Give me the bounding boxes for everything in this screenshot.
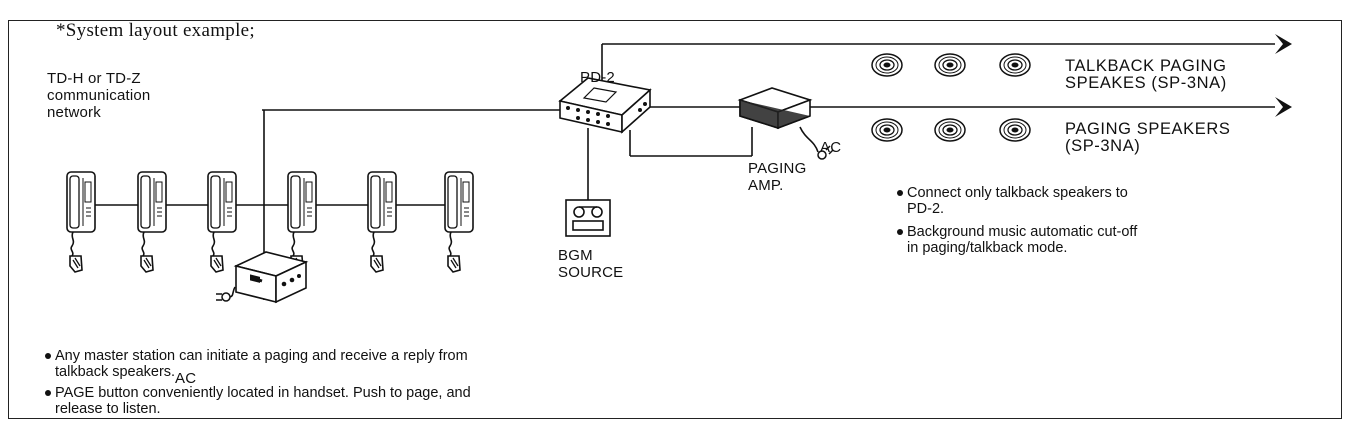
paging-speakers-label: PAGING SPEAKERS (SP-3NA) bbox=[1065, 120, 1231, 155]
paging-speakers bbox=[871, 118, 1031, 142]
talkback-speakers-label: TALKBACK PAGING SPEAKES (SP-3NA) bbox=[1065, 57, 1227, 92]
right-note-1: Connect only talkback speakers to PD-2. bbox=[897, 185, 1277, 217]
ac-plug-left bbox=[216, 292, 231, 302]
speaker-icon bbox=[999, 53, 1031, 77]
right-note-2: Background music automatic cut-off in pa… bbox=[897, 224, 1277, 256]
bullet-dot bbox=[897, 190, 903, 196]
network-label: TD-H or TD-Z communication network bbox=[47, 70, 151, 121]
bullet-dot bbox=[45, 390, 51, 396]
speaker-icon bbox=[999, 118, 1031, 142]
speaker-icon bbox=[871, 53, 903, 77]
speaker-icon bbox=[934, 53, 966, 77]
talkback-speakers bbox=[871, 53, 1031, 77]
diagram-title: *System layout example; bbox=[56, 20, 255, 41]
bullet-dot bbox=[897, 229, 903, 235]
master-station-3 bbox=[207, 171, 237, 273]
master-station-4 bbox=[287, 171, 317, 273]
ac-label-right: AC bbox=[820, 139, 842, 156]
pd2-label: PD-2 bbox=[580, 69, 615, 86]
ac-label-left: AC bbox=[175, 370, 197, 387]
paging-adapter-icon bbox=[558, 77, 652, 134]
speaker-icon bbox=[871, 118, 903, 142]
wiring bbox=[95, 43, 1275, 300]
master-station-5 bbox=[367, 171, 397, 273]
tape-deck-icon bbox=[565, 199, 611, 237]
diagram-frame bbox=[8, 20, 1342, 419]
paging-arrow bbox=[1275, 97, 1292, 117]
talkback-arrow bbox=[1275, 34, 1292, 54]
bgm-source-label: BGM SOURCE bbox=[558, 247, 624, 281]
paging-amp-label: PAGING AMP. bbox=[748, 160, 807, 194]
master-station-6 bbox=[444, 171, 474, 273]
speaker-icon bbox=[934, 118, 966, 142]
bottom-note-2: PAGE button conveniently located in hand… bbox=[45, 385, 745, 417]
power-supply-icon bbox=[233, 251, 309, 304]
bottom-note-1: Any master station can initiate a paging… bbox=[45, 348, 745, 380]
bullet-dot bbox=[45, 353, 51, 359]
paging-amplifier-icon bbox=[737, 87, 813, 130]
master-station-1 bbox=[66, 171, 96, 273]
master-station-2 bbox=[137, 171, 167, 273]
ac-plug-right bbox=[817, 145, 834, 160]
